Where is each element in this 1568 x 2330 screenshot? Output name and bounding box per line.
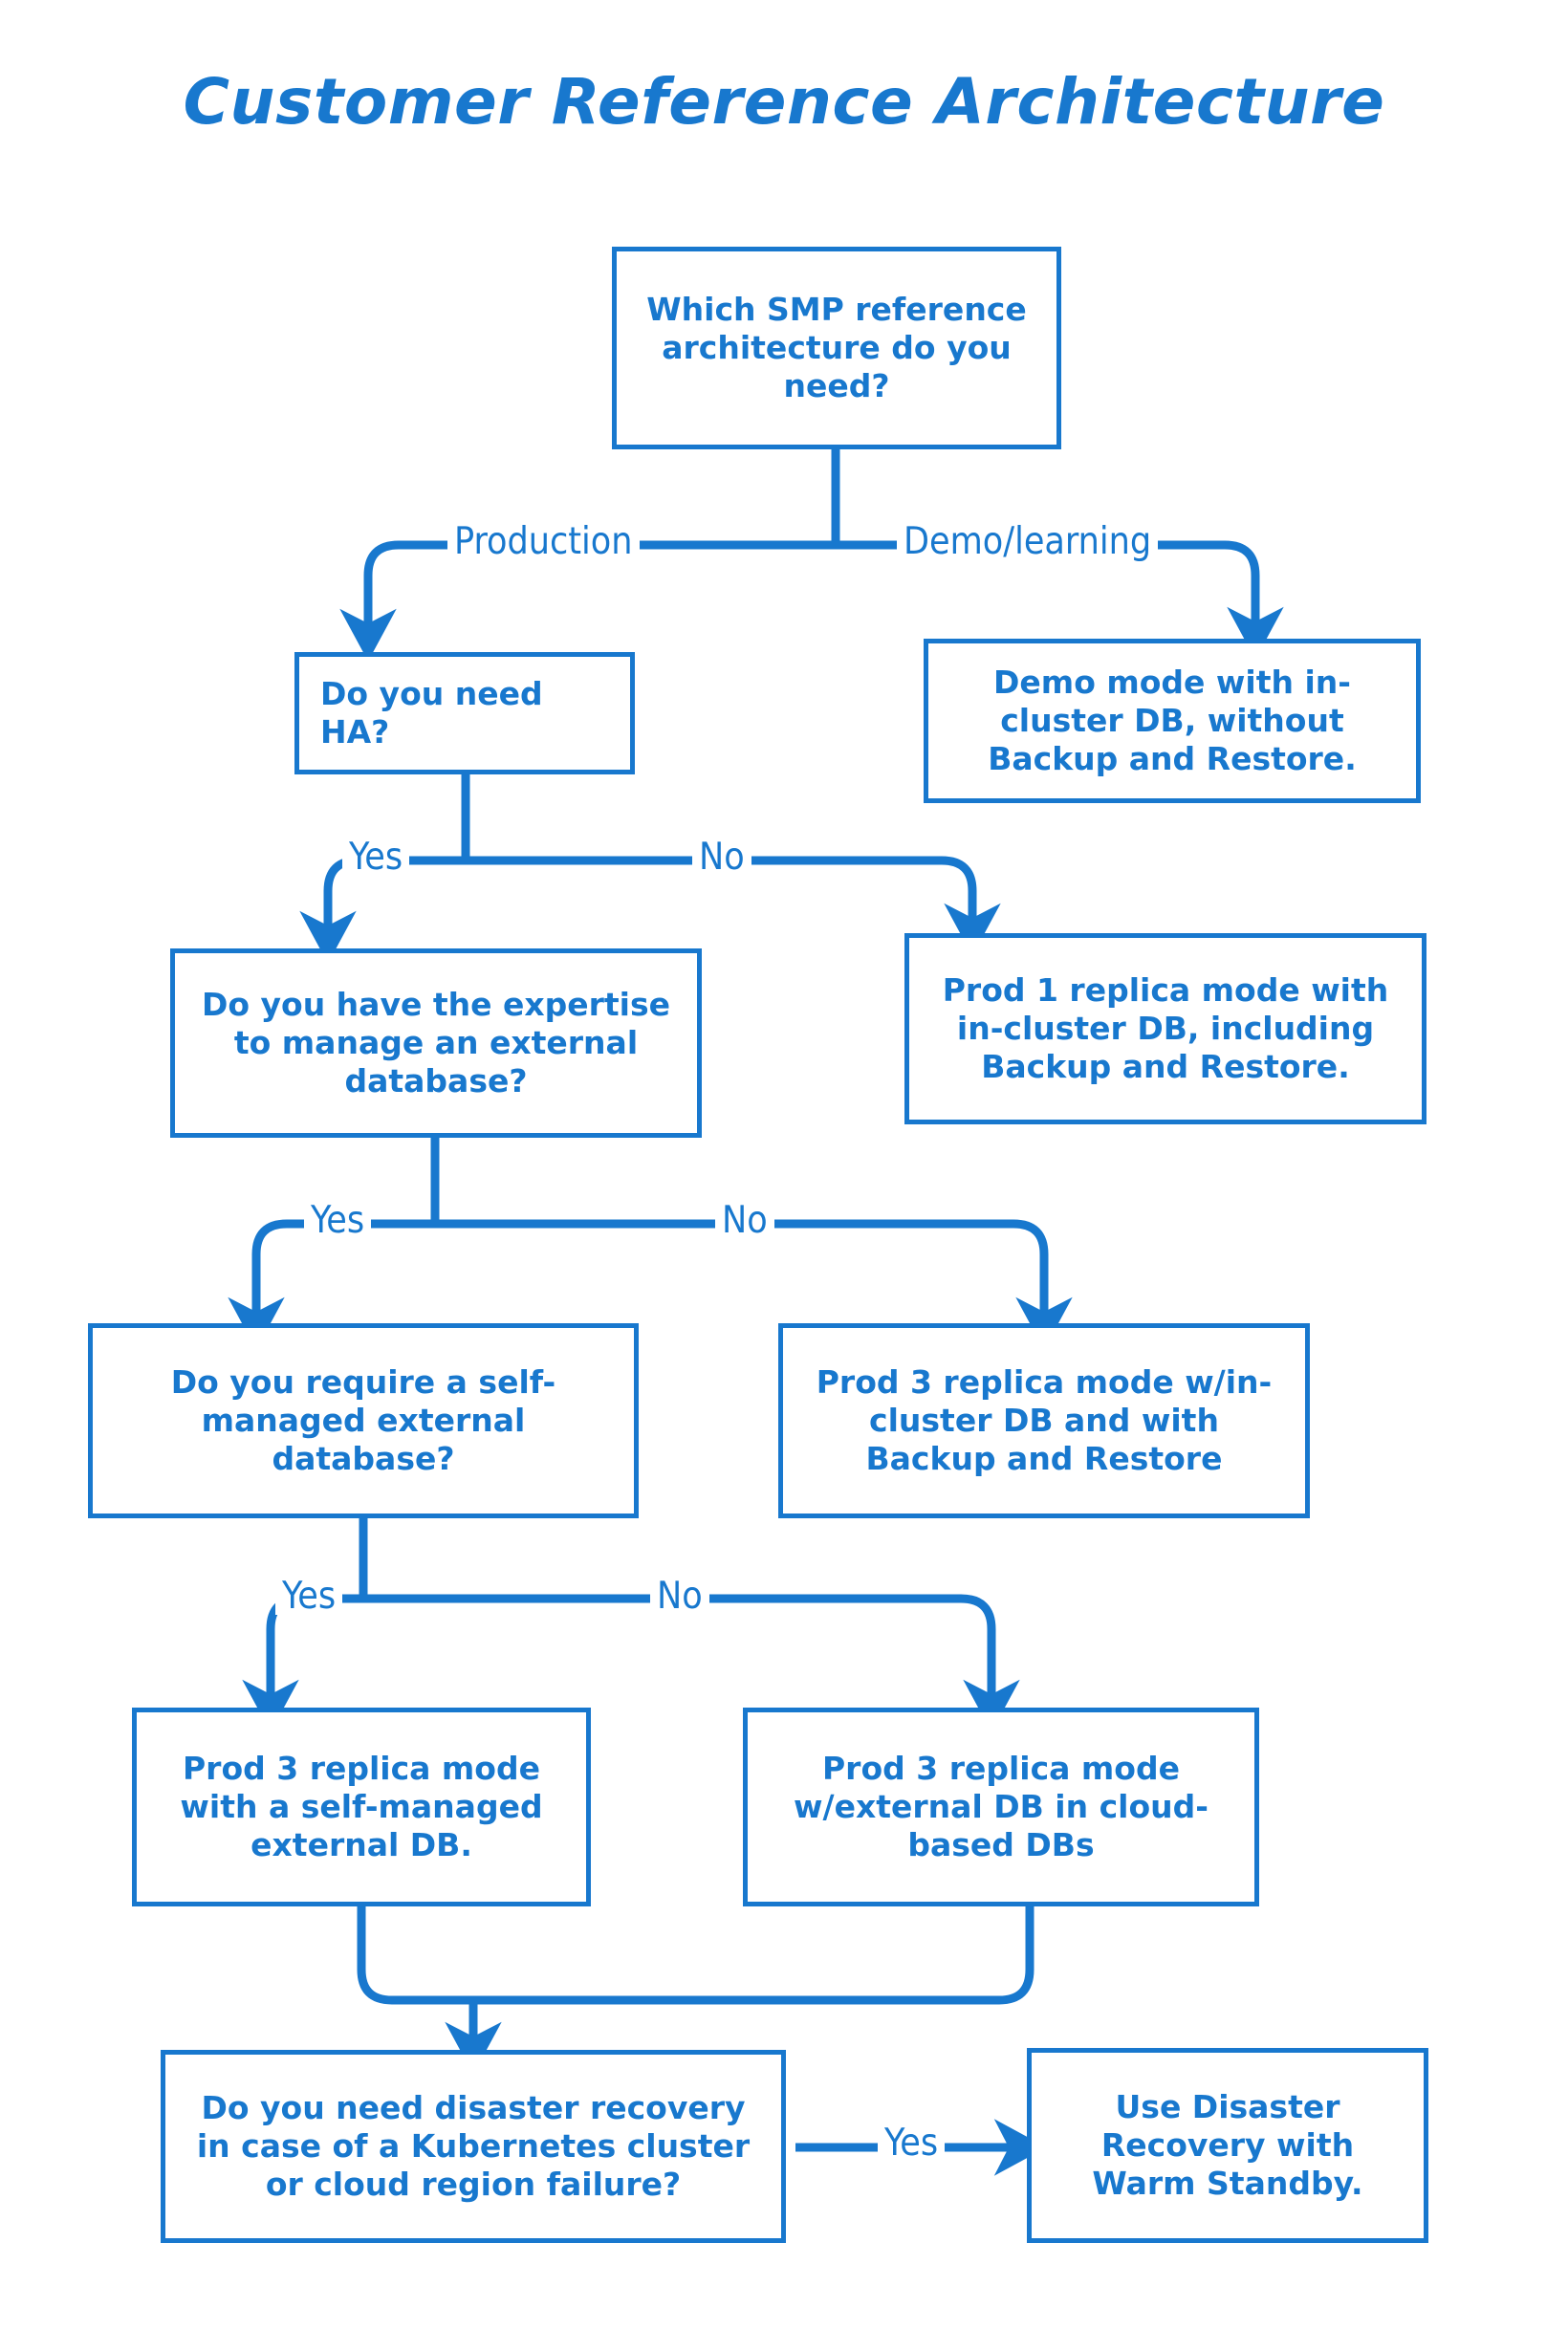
edge-label-ha-yes: Yes xyxy=(342,838,410,876)
node-label: Do you need disaster recovery in case of… xyxy=(196,2088,751,2204)
node-warm-standby[interactable]: Use Disaster Recovery with Warm Standby. xyxy=(1027,2048,1428,2243)
node-need-ha[interactable]: Do you need HA? xyxy=(294,652,635,774)
node-label: Prod 3 replica mode with a self-managed … xyxy=(180,1749,543,1864)
node-label: Prod 3 replica mode w/in- cluster DB and… xyxy=(816,1362,1273,1478)
edge-label-selfmanaged-no: No xyxy=(650,1578,709,1615)
node-which-architecture[interactable]: Which SMP reference architecture do you … xyxy=(612,247,1061,449)
edge-label-expertise-yes: Yes xyxy=(304,1202,372,1239)
node-demo-mode[interactable]: Demo mode with in- cluster DB, without B… xyxy=(924,639,1421,803)
edge-merge-prod3 xyxy=(357,1905,1034,2005)
node-prod3-self-managed[interactable]: Prod 3 replica mode with a self-managed … xyxy=(132,1708,591,1906)
node-label: Demo mode with in- cluster DB, without B… xyxy=(988,663,1357,778)
node-need-disaster-recovery[interactable]: Do you need disaster recovery in case of… xyxy=(161,2050,786,2243)
page-title: Customer Reference Architecture xyxy=(183,65,1385,139)
node-label: Use Disaster Recovery with Warm Standby. xyxy=(1092,2087,1363,2203)
node-label: Do you have the expertise to manage an e… xyxy=(201,985,671,1100)
edge-label-ha-no: No xyxy=(692,838,751,876)
node-label: Do you need HA? xyxy=(320,674,543,751)
node-label: Prod 3 replica mode w/external DB in clo… xyxy=(794,1749,1209,1864)
edge-label-production: Production xyxy=(447,523,640,560)
node-prod3-in-cluster[interactable]: Prod 3 replica mode w/in- cluster DB and… xyxy=(778,1323,1310,1518)
edge-label-expertise-no: No xyxy=(715,1202,774,1239)
edge-label-demo-learning: Demo/learning xyxy=(897,523,1159,560)
edge-label-dr-yes: Yes xyxy=(878,2124,946,2162)
node-label: Which SMP reference architecture do you … xyxy=(646,290,1027,405)
node-require-self-managed-db[interactable]: Do you require a self- managed external … xyxy=(88,1323,639,1518)
node-expertise-external-db[interactable]: Do you have the expertise to manage an e… xyxy=(170,948,702,1138)
node-label: Prod 1 replica mode with in-cluster DB, … xyxy=(942,970,1389,1086)
node-prod3-cloud-db[interactable]: Prod 3 replica mode w/external DB in clo… xyxy=(743,1708,1259,1906)
edge-label-selfmanaged-yes: Yes xyxy=(275,1578,343,1615)
node-label: Do you require a self- managed external … xyxy=(170,1362,556,1478)
node-prod1-replica[interactable]: Prod 1 replica mode with in-cluster DB, … xyxy=(904,933,1426,1124)
